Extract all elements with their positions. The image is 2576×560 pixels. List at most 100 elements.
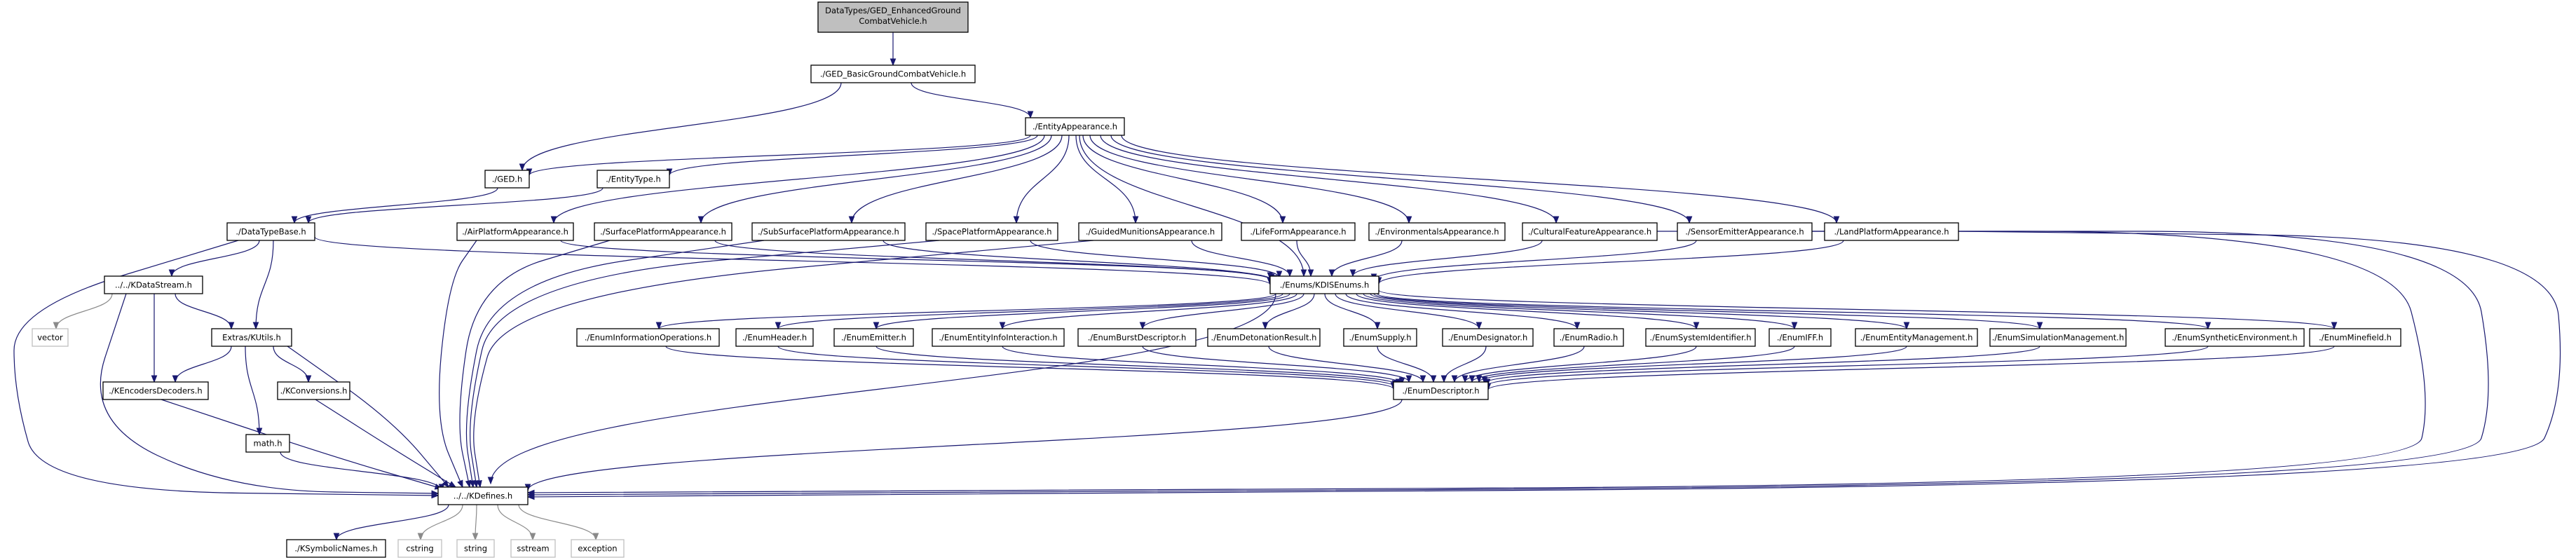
node-box[interactable] (1241, 222, 1356, 241)
node-box[interactable] (1393, 381, 1489, 400)
node-sensor-emitter[interactable]: ./SensorEmitterAppearance.h (1677, 222, 1813, 241)
node-data-type-base[interactable]: ./DataTypeBase.h (226, 222, 315, 241)
node-enum-burst[interactable]: ./EnumBurstDescriptor.h (1077, 328, 1197, 347)
node-math[interactable]: math.h (245, 434, 290, 453)
node-enum-descriptor[interactable]: ./EnumDescriptor.h (1393, 381, 1489, 400)
node-box[interactable] (932, 328, 1065, 347)
node-box[interactable] (1989, 328, 2127, 347)
node-string[interactable]: string (456, 539, 495, 558)
node-box[interactable] (925, 222, 1058, 241)
node-lifeform[interactable]: ./LifeFormAppearance.h (1241, 222, 1356, 241)
node-enum-radio[interactable]: ./EnumRadio.h (1553, 328, 1624, 347)
node-label: ./EnumDetonationResult.h (1211, 333, 1317, 343)
node-box[interactable] (1553, 328, 1624, 347)
edge-data_type_base-to-kdisenums (314, 236, 1274, 286)
node-surface-platform[interactable]: ./SurfacePlatformAppearance.h (594, 222, 732, 241)
node-box[interactable] (1269, 275, 1379, 294)
node-cultural-feature[interactable]: ./CulturalFeatureAppearance.h (1522, 222, 1658, 241)
node-box[interactable] (2309, 328, 2401, 347)
node-exception[interactable]: exception (571, 539, 625, 558)
node-cstring[interactable]: cstring (397, 539, 442, 558)
edge-line (1142, 293, 1304, 329)
node-enum-supply[interactable]: ./EnumSupply.h (1343, 328, 1417, 347)
node-enum-entity-info[interactable]: ./EnumEntityInfoInteraction.h (932, 328, 1065, 347)
node-label: ./GED.h (492, 175, 523, 184)
node-box[interactable] (226, 222, 315, 241)
node-box[interactable] (833, 328, 914, 347)
node-box[interactable] (576, 328, 720, 347)
node-box[interactable] (484, 170, 530, 189)
arrow-head (890, 58, 897, 67)
node-box[interactable] (2165, 328, 2305, 347)
node-sstream[interactable]: sstream (510, 539, 556, 558)
node-box[interactable] (810, 64, 976, 83)
edge-line (875, 346, 1399, 386)
node-box[interactable] (735, 328, 814, 347)
node-vector[interactable]: vector (32, 328, 69, 347)
node-box[interactable] (594, 222, 732, 241)
node-enum-info-ops[interactable]: ./EnumInformationOperations.h (576, 328, 720, 347)
node-box[interactable] (817, 1, 969, 33)
node-box[interactable] (1442, 328, 1534, 347)
node-box[interactable] (456, 222, 574, 241)
node-box[interactable] (1645, 328, 1756, 347)
node-land-platform[interactable]: ./LandPlatformAppearance.h (1824, 222, 1959, 241)
node-enum-system-id[interactable]: ./EnumSystemIdentifier.h (1645, 328, 1756, 347)
node-entity-type[interactable]: ./EntityType.h (597, 170, 670, 189)
node-box[interactable] (1025, 117, 1125, 136)
node-kdefines[interactable]: ../../KDefines.h (437, 486, 529, 505)
node-kutils[interactable]: Extras/KUtils.h (211, 328, 292, 347)
node-box[interactable] (1769, 328, 1832, 347)
node-box[interactable] (397, 539, 442, 558)
node-kdatastream[interactable]: ../../KDataStream.h (104, 275, 203, 294)
edge-entity_appearance-to-kdisenums (1079, 135, 1307, 278)
node-ksymbolic[interactable]: ./KSymbolicNames.h (286, 539, 386, 558)
node-box[interactable] (245, 434, 290, 453)
node-box[interactable] (1368, 222, 1506, 241)
node-box[interactable] (277, 381, 350, 400)
node-entity-appearance[interactable]: ./EntityAppearance.h (1025, 117, 1125, 136)
node-enum-sim-mgmt[interactable]: ./EnumSimulationManagement.h (1989, 328, 2127, 347)
node-box[interactable] (751, 222, 906, 241)
node-enum-designator[interactable]: ./EnumDesignator.h (1442, 328, 1534, 347)
node-box[interactable] (1207, 328, 1321, 347)
node-environmentals[interactable]: ./EnvironmentalsAppearance.h (1368, 222, 1506, 241)
node-air-platform[interactable]: ./AirPlatformAppearance.h (456, 222, 574, 241)
node-enum-entity-mgmt[interactable]: ./EnumEntityManagement.h (1855, 328, 1978, 347)
node-box[interactable] (1855, 328, 1978, 347)
node-kencoders[interactable]: ./KEncodersDecoders.h (102, 381, 209, 400)
node-enum-emitter[interactable]: ./EnumEmitter.h (833, 328, 914, 347)
node-kdisenums[interactable]: ./Enums/KDISEnums.h (1269, 275, 1379, 294)
node-kconversions[interactable]: ./KConversions.h (277, 381, 350, 400)
node-box[interactable] (211, 328, 292, 347)
node-label: sstream (517, 544, 549, 554)
node-basic[interactable]: ./GED_BasicGroundCombatVehicle.h (810, 64, 976, 83)
node-box[interactable] (1824, 222, 1959, 241)
node-root[interactable]: DataTypes/GED_EnhancedGroundCombatVehicl… (817, 1, 969, 33)
node-enum-minefield[interactable]: ./EnumMinefield.h (2309, 328, 2401, 347)
node-space-platform[interactable]: ./SpacePlatformAppearance.h (925, 222, 1058, 241)
node-box[interactable] (1677, 222, 1813, 241)
node-ged[interactable]: ./GED.h (484, 170, 530, 189)
node-box[interactable] (104, 275, 203, 294)
node-box[interactable] (437, 486, 529, 505)
node-guided-munitions[interactable]: ./GuidedMunitionsAppearance.h (1078, 222, 1222, 241)
arrow-head (2036, 322, 2043, 330)
node-box[interactable] (1343, 328, 1417, 347)
node-box[interactable] (510, 539, 556, 558)
node-box[interactable] (32, 328, 69, 347)
node-box[interactable] (1077, 328, 1197, 347)
node-box[interactable] (1078, 222, 1222, 241)
node-subsurface-platform[interactable]: ./SubSurfacePlatformAppearance.h (751, 222, 906, 241)
node-box[interactable] (286, 539, 386, 558)
node-enum-detonation[interactable]: ./EnumDetonationResult.h (1207, 328, 1321, 347)
node-box[interactable] (597, 170, 670, 189)
node-box[interactable] (1522, 222, 1658, 241)
node-enum-iff[interactable]: ./EnumIFF.h (1769, 328, 1832, 347)
node-enum-header[interactable]: ./EnumHeader.h (735, 328, 814, 347)
node-box[interactable] (102, 381, 209, 400)
edge-entity_appearance-to-air_platform (550, 135, 1045, 224)
node-box[interactable] (571, 539, 625, 558)
node-enum-synthetic-env[interactable]: ./EnumSyntheticEnvironment.h (2165, 328, 2305, 347)
node-box[interactable] (456, 539, 495, 558)
